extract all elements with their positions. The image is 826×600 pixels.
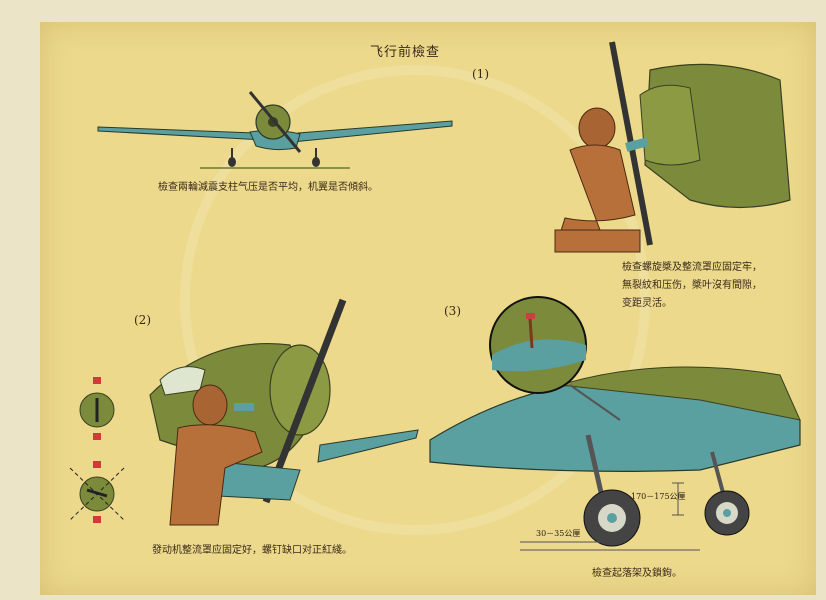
caption-propeller-line1: 檢查螺旋槳及整流罩应固定牢，: [622, 262, 762, 273]
screw-alignment-icons: [69, 377, 125, 523]
pilot-propeller-scene: [554, 41, 791, 253]
caption-landing-gear: 檢查起落架及鎖鉤。: [592, 568, 682, 579]
watermark-logo: [180, 65, 650, 535]
landing-gear-scene: [429, 296, 801, 551]
caption-wings: 檢查兩輪減震支柱气压是否平均，机翼是否傾斜。: [158, 182, 378, 193]
page-title: 飞行前檢查: [370, 45, 441, 60]
section-one-label: (1): [472, 67, 489, 81]
caption-propeller-line3: 变距灵活。: [622, 298, 672, 309]
section-two-label: (2): [134, 313, 151, 327]
caption-propeller-line2: 無裂紋和压伤，槳叶沒有間隙，: [622, 280, 762, 291]
strut-dimension-label: 170－175公厘: [631, 492, 686, 501]
tire-dimension-label: 30－35公厘: [536, 529, 581, 538]
plane-front-view: [97, 91, 453, 169]
caption-cowling: 發动机整流罩应固定好，螺钉缺口对正紅綫。: [152, 545, 352, 556]
section-three-label: (3): [444, 304, 461, 318]
pilot-cowling-scene: [149, 298, 419, 526]
